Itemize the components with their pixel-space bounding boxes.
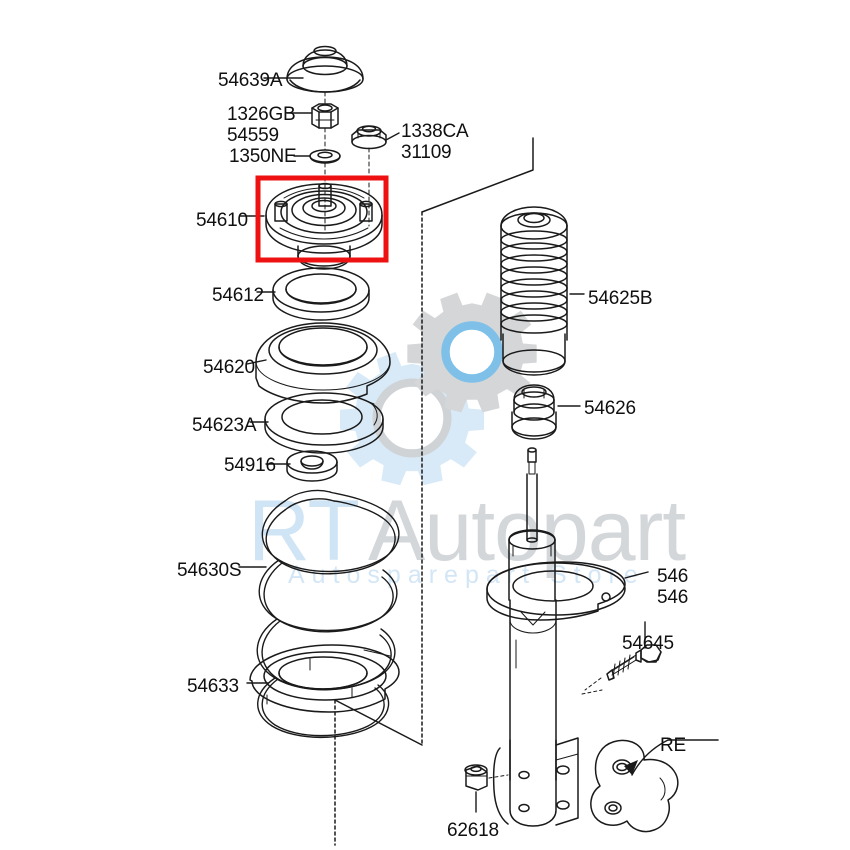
part-label-54626: 54626 xyxy=(584,398,636,419)
part-1338CA-flange-nut xyxy=(351,125,387,150)
part-54645-bolt xyxy=(606,644,662,681)
part-label-line: 54639A xyxy=(218,70,283,91)
part-label-54916: 54916 xyxy=(224,455,276,476)
part-label-line: 62618 xyxy=(447,820,499,841)
part-label-line: 546 xyxy=(657,566,689,587)
part-label-line: 54612 xyxy=(212,285,264,306)
part-54916-spacer xyxy=(286,450,338,482)
part-label-line: 54620 xyxy=(203,357,255,378)
part-label-54639A: 54639A xyxy=(218,70,283,91)
part-62618-nut xyxy=(464,764,488,791)
part-label-line: 54559 xyxy=(227,125,279,146)
part-label-line: 1350NE xyxy=(229,146,297,167)
part-546-strut-assembly xyxy=(486,447,626,827)
watermark-brand-rt: RT xyxy=(248,483,360,579)
part-label-54612: 54612 xyxy=(212,285,264,306)
part-label-line: 54626 xyxy=(584,398,636,419)
part-label-line: 31109 xyxy=(401,142,452,163)
section-divider xyxy=(334,137,534,846)
part-label-1350NE: 1350NE xyxy=(229,146,297,167)
part-label-54633: 54633 xyxy=(187,676,239,697)
part-label-line: 1326GB xyxy=(227,104,296,125)
part-54625B-dust-boot xyxy=(500,206,568,376)
part-label-54620: 54620 xyxy=(203,357,255,378)
part-label-line: 546 xyxy=(657,587,689,608)
part-54633-lower-pad xyxy=(249,644,400,713)
part-54612-bearing xyxy=(272,267,370,321)
part-label-line: 54625B xyxy=(588,288,653,309)
part-label-line: 54623A xyxy=(192,415,257,436)
part-label-54623A: 54623A xyxy=(192,415,257,436)
part-label-62618: 62618 xyxy=(447,820,499,841)
part-label-line: 54916 xyxy=(224,455,276,476)
part-label-line: RE xyxy=(660,735,686,756)
part-label-line: 54610 xyxy=(196,210,248,231)
part-label-line: 54645 xyxy=(622,633,674,654)
highlight-box-54610 xyxy=(255,175,389,263)
part-label-line: 1338CA xyxy=(401,121,469,142)
part-label-line: 54633 xyxy=(187,676,239,697)
part-label-line: 54630S xyxy=(177,560,242,581)
part-label-54630S: 54630S xyxy=(177,560,242,581)
part-54626-bump-stopper xyxy=(511,384,557,440)
part-label-54625B: 54625B xyxy=(588,288,653,309)
part-label-RE: RE xyxy=(660,735,686,756)
part-label-54610: 54610 xyxy=(196,210,248,231)
part-1326GB-nut xyxy=(311,103,339,129)
part-label-54645: 54645 xyxy=(622,633,674,654)
